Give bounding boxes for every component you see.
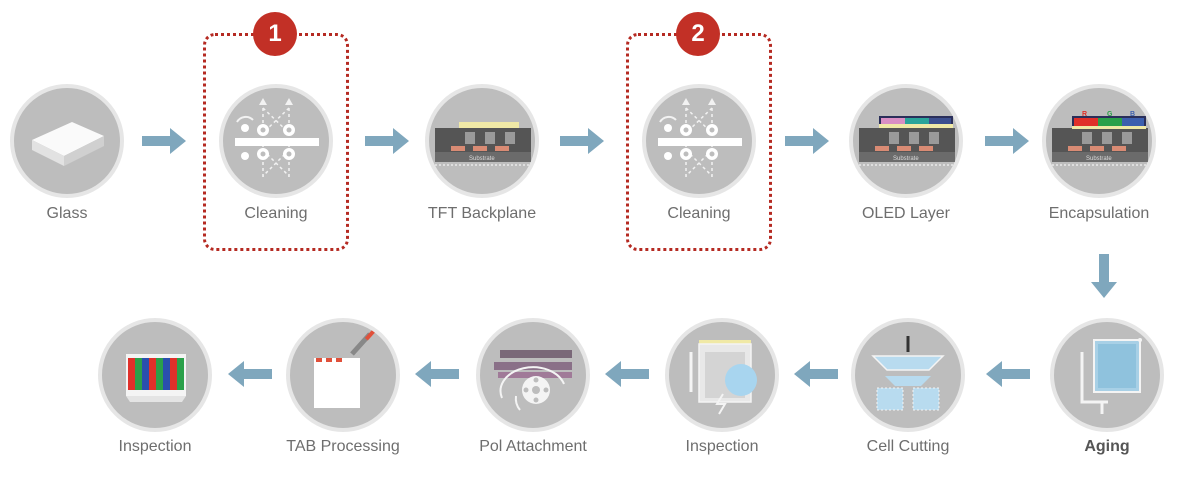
encapsulation-step-circle: R G B Substrate: [1042, 84, 1156, 198]
tft-backplane-icon: Substrate: [435, 122, 531, 166]
cleaning-1-step-circle: [219, 84, 333, 198]
arrow-right-icon: [142, 128, 186, 154]
substrate-text: Substrate: [469, 156, 495, 162]
pol-attachment-step-circle: [476, 318, 590, 432]
arrow-left-icon: [794, 361, 838, 387]
aging-icon: [1080, 338, 1142, 414]
glass-step-circle: [10, 84, 124, 198]
pol-attachment-icon: [494, 350, 572, 411]
step-label-tab-processing: TAB Processing: [286, 438, 400, 455]
arrow-left-icon: [986, 361, 1030, 387]
rgb-label-g: G: [1107, 111, 1113, 118]
cleaning-rollers-icon: [658, 98, 742, 180]
cell-cutting-icon: [871, 336, 945, 411]
tft-backplane-step-circle: Substrate: [425, 84, 539, 198]
inspection-step-circle: [665, 318, 779, 432]
step-label-inspection-1: Inspection: [685, 438, 759, 455]
substrate-text: Substrate: [1086, 156, 1112, 162]
arrow-left-icon: [605, 361, 649, 387]
glass-sheet-icon: [32, 122, 104, 166]
step-label-cleaning-2: Cleaning: [667, 205, 731, 222]
step-label-encapsulation: Encapsulation: [1048, 205, 1150, 222]
arrow-right-icon: [985, 128, 1029, 154]
step-label-cell-cutting: Cell Cutting: [866, 438, 950, 455]
arrow-left-icon: [228, 361, 272, 387]
cleaning-2-step-circle: [642, 84, 756, 198]
step-badge-2: 2: [676, 12, 720, 56]
step-label-tft-backplane: TFT Backplane: [427, 205, 537, 222]
oled-layer-icon: Substrate: [859, 116, 955, 166]
rgb-label-b: B: [1130, 111, 1135, 118]
display-test-icon: [126, 354, 186, 402]
aging-step-circle: [1050, 318, 1164, 432]
rgb-label-r: R: [1082, 111, 1087, 118]
step-label-cleaning-1: Cleaning: [244, 205, 308, 222]
oled-layer-step-circle: Substrate: [849, 84, 963, 198]
arrow-left-icon: [415, 361, 459, 387]
step-label-oled-layer: OLED Layer: [861, 205, 951, 222]
substrate-text: Substrate: [893, 156, 919, 162]
encapsulation-icon: R G B Substrate: [1052, 111, 1148, 166]
arrow-right-icon: [785, 128, 829, 154]
step-label-pol-attachment: Pol Attachment: [479, 438, 587, 455]
cleaning-rollers-icon: [235, 98, 319, 180]
step-label-aging: Aging: [1084, 438, 1130, 455]
inspection-lightning-icon: [689, 340, 757, 415]
step-label-inspection-2: Inspection: [118, 438, 192, 455]
cell-cutting-step-circle: [851, 318, 965, 432]
step-label-glass: Glass: [46, 205, 88, 222]
arrow-right-icon: [365, 128, 409, 154]
arrow-down-icon: [1091, 254, 1117, 298]
arrow-right-icon: [560, 128, 604, 154]
display-inspection-step-circle: [98, 318, 212, 432]
tab-processing-step-circle: [286, 318, 400, 432]
tab-processing-icon: [314, 327, 378, 408]
step-badge-1: 1: [253, 12, 297, 56]
